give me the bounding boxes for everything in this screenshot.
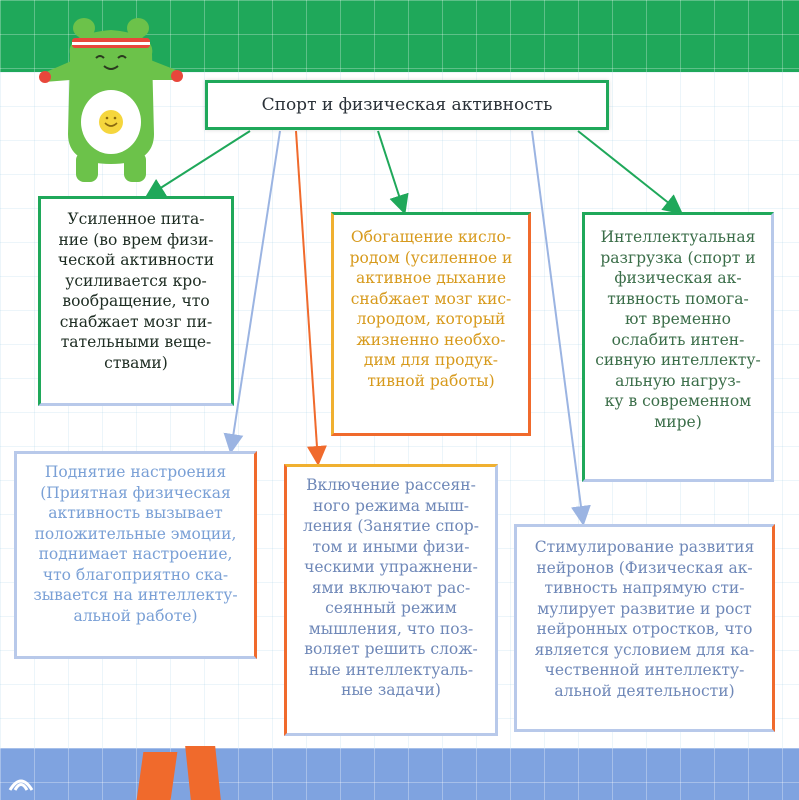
node-nutrition: Усиленное пита- ние (во врем физи- ческо… [38, 196, 234, 406]
edge-root-oxygen [377, 130, 409, 215]
node-root: Спорт и физическая активность [205, 80, 609, 130]
bottom-blue-band [0, 748, 799, 800]
edge-root-intellectual [577, 130, 684, 215]
corner-logo-icon [8, 779, 34, 791]
node-neurons: Стимулирование развития нейронов (Физиче… [514, 524, 775, 732]
green-bear-mascot-icon [39, 18, 183, 182]
edge-root-neurons [531, 130, 591, 526]
node-diffuse-mode: Включение рассеян- ного режима мыш- лени… [284, 464, 498, 736]
edge-root-diffuse [295, 130, 327, 466]
edge-root-nutrition [144, 130, 251, 199]
node-mood-boost: Поднятие настроения (Приятная физическая… [14, 451, 257, 659]
node-intellectual-relief: Интеллектуальная разгрузка (спорт и физи… [582, 212, 774, 482]
node-oxygen: Обогащение кисло- родом (усиленное и акт… [331, 212, 531, 436]
edge-root-mood [223, 130, 281, 454]
